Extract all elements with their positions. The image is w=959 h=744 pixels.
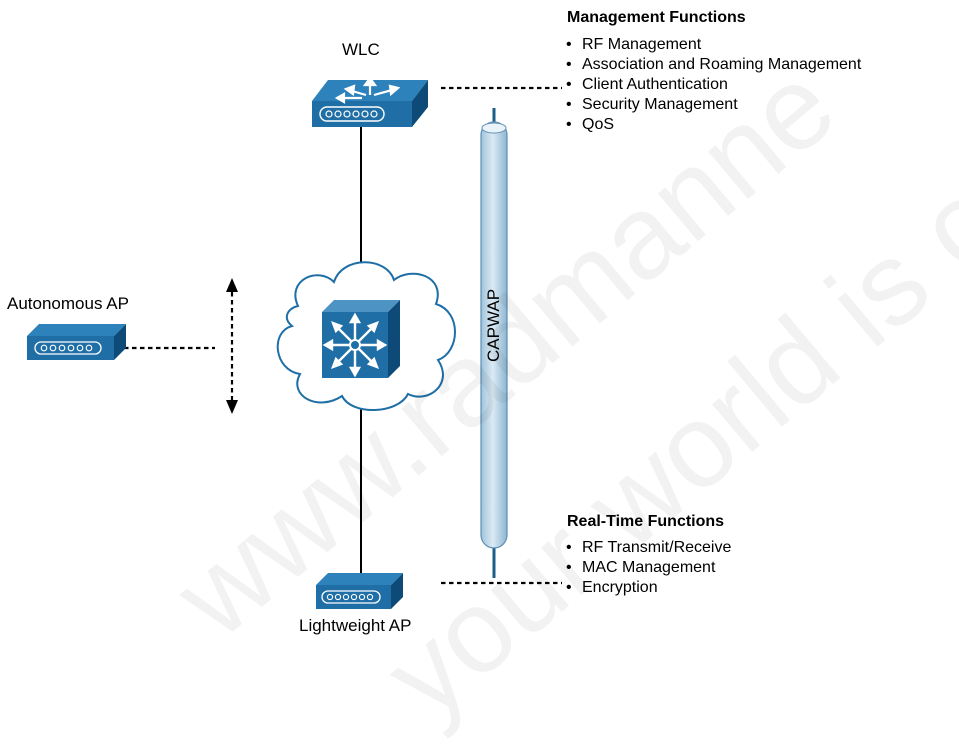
- list-item: RF Transmit/Receive: [566, 538, 731, 558]
- lightweight-ap-label: Lightweight AP: [299, 616, 412, 635]
- realtime-functions-list: RF Transmit/Receive MAC Management Encry…: [566, 538, 731, 598]
- list-item: Encryption: [566, 578, 731, 598]
- autonomous-ap-icon: [27, 324, 126, 360]
- capwap-tunnel: [480, 108, 508, 578]
- double-arrow-icon: [226, 278, 238, 414]
- management-functions-title: Management Functions: [567, 9, 746, 26]
- list-item: Security Management: [566, 95, 861, 115]
- list-item: QoS: [566, 115, 861, 135]
- wlc-icon: [312, 76, 428, 127]
- realtime-functions-title: Real-Time Functions: [567, 513, 725, 530]
- list-item: Client Authentication: [566, 75, 861, 95]
- lightweight-ap-icon: [316, 573, 403, 609]
- list-item: Association and Roaming Management: [566, 55, 861, 75]
- network-diagram: [27, 76, 562, 609]
- list-item: MAC Management: [566, 558, 731, 578]
- management-functions-list: RF Management Association and Roaming Ma…: [566, 35, 861, 135]
- wlc-label: WLC: [342, 40, 380, 59]
- capwap-label: CAPWAP: [484, 288, 503, 362]
- list-item: RF Management: [566, 35, 861, 55]
- multilayer-switch-icon: [322, 300, 400, 378]
- autonomous-ap-label: Autonomous AP: [7, 294, 129, 313]
